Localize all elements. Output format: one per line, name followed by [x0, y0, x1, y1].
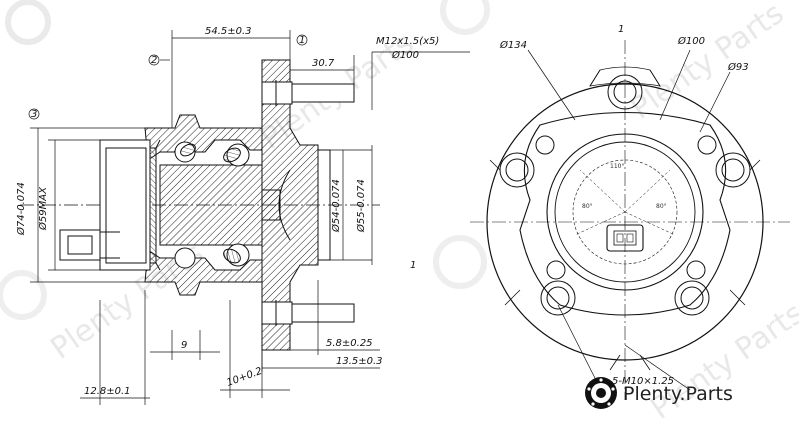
seal [223, 248, 241, 264]
dim-9: 9 [181, 340, 187, 351]
abs-ring-teeth [149, 147, 157, 264]
brand-name: Plenty.Parts [623, 383, 733, 405]
watermark-text: Plenty Parts [625, 0, 791, 127]
dim-pilot-1: Ø54-0.074 [330, 179, 342, 233]
dim-5-8: 5.8±0.25 [326, 338, 373, 349]
dia-93-label: Ø93 [727, 61, 749, 73]
axis-mark-label: 1 [618, 24, 624, 35]
stud-hole [546, 286, 570, 310]
dim-13-5: 13.5±0.3 [336, 356, 383, 367]
stud-hole [499, 152, 535, 188]
sensor-circle [572, 159, 678, 265]
front-view [470, 40, 790, 400]
dia-134-label: Ø134 [499, 39, 527, 51]
callout-3: 3 [31, 109, 37, 120]
stud-hole [674, 280, 710, 316]
dim-pilot-2: Ø55-0.074 [355, 179, 367, 233]
mount-hole [697, 135, 717, 155]
bearing-outer-ring [144, 114, 263, 161]
hub-spindle [159, 164, 281, 246]
stud-hole [607, 74, 643, 110]
stud-thread-label: M12x1.5(x5) [376, 36, 439, 47]
hub-bore-inner [554, 141, 696, 283]
stud-hole [715, 152, 751, 188]
mount-hole [535, 135, 555, 155]
mount-hole [546, 260, 566, 280]
stud-pcd-label: Ø100 [391, 49, 419, 61]
stud-hole [540, 280, 576, 316]
dia-100-label: Ø100 [677, 35, 705, 47]
abs-sensor-connector [606, 224, 644, 252]
angle-left-label: 80° [582, 203, 593, 210]
callout-2: 2 [151, 55, 157, 66]
flange-outer-circle [486, 83, 764, 361]
angle-top-label: 110° [610, 163, 624, 170]
stud-hole [613, 80, 637, 104]
mount-hole [686, 260, 706, 280]
seal [223, 147, 241, 163]
stud-hole [680, 286, 704, 310]
dim-10: 10+0.2 [225, 366, 264, 389]
hub-pilot [318, 149, 331, 261]
stud-hole [721, 158, 745, 182]
dim-bearing-od: Ø74-0.074 [15, 182, 27, 236]
wheel-stud [261, 80, 355, 106]
hub-flange [261, 59, 319, 351]
angle-right-label: 80° [656, 203, 667, 210]
hub-bore-outer [546, 133, 704, 291]
abs-ring-inner [105, 147, 147, 264]
watermark-text: Plenty Parts [645, 296, 799, 427]
dim-12-8: 12.8±0.1 [84, 386, 131, 397]
callout-1: 1 [299, 35, 305, 46]
axis-mark-left: 1 [410, 260, 416, 271]
side-dimensions [30, 30, 470, 405]
bearing-outer-ring-lower [144, 249, 263, 296]
side-section-view [20, 59, 380, 351]
bearing-ball [174, 247, 196, 269]
mounting-plate [519, 111, 731, 316]
dim-flange-offset: 54.5±0.3 [205, 26, 252, 37]
brand-logo: Plenty.Parts [585, 377, 733, 409]
stud-hole [505, 158, 529, 182]
dimension-callouts [28, 34, 308, 120]
dim-stud-length: 30.7 [312, 58, 335, 69]
dim-sensor-max: Ø59MAX [37, 186, 49, 231]
watermark-logo-icon [0, 0, 490, 320]
brake-disc-icon [585, 377, 617, 409]
seal [180, 143, 196, 157]
wheel-stud [261, 300, 355, 326]
thread-note-label: 5-M10×1.25 [612, 376, 674, 387]
